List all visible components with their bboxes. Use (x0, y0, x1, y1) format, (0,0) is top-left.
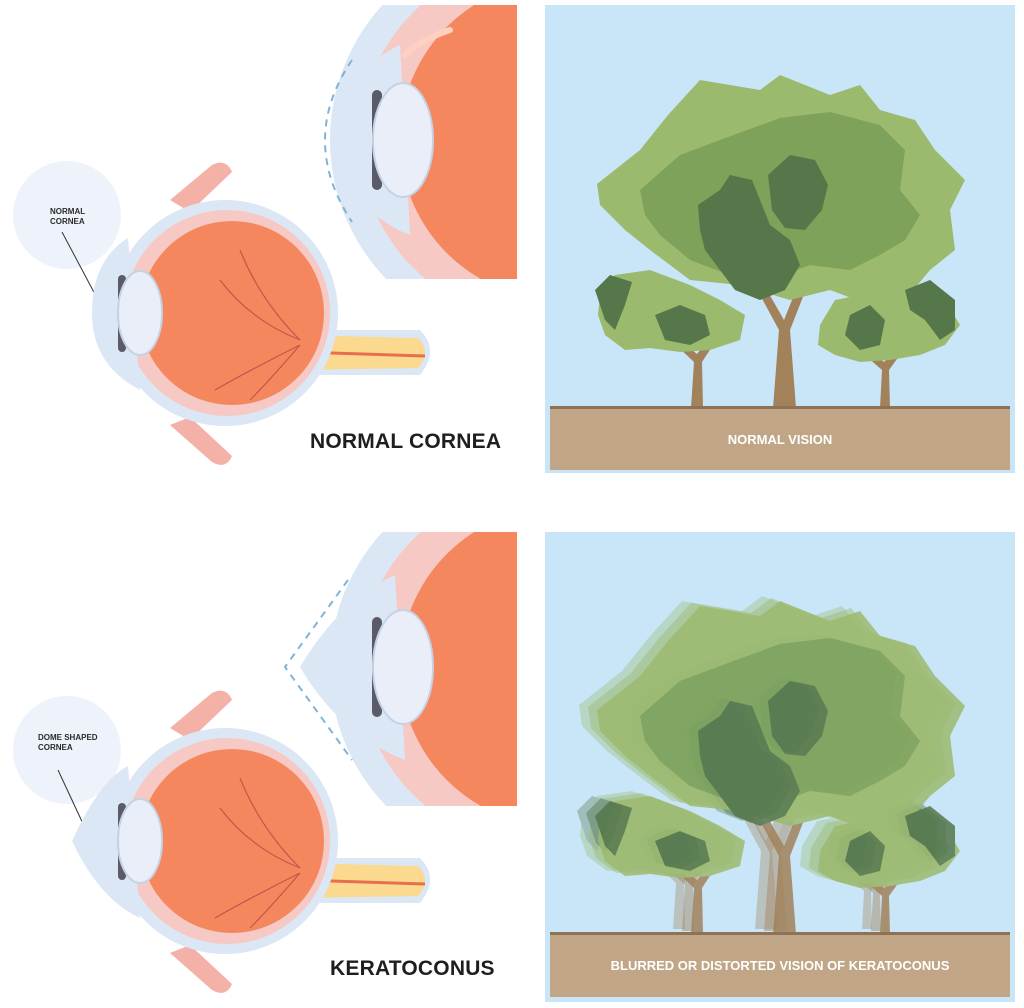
ground (550, 934, 1010, 997)
dome-cornea-callout-bubble (13, 696, 121, 804)
normal-vision-scene (545, 5, 1015, 473)
normal-vision-caption: NORMAL VISION (727, 432, 833, 447)
keratoconus-closeup (283, 532, 517, 806)
normal-cornea-callout: NORMAL CORNEA (50, 207, 85, 227)
ground (550, 408, 1010, 470)
normal-cornea-callout-bubble (13, 161, 121, 269)
keratoconus-vision-caption: BLURRED OR DISTORTED VISION OF KERATOCON… (610, 958, 950, 973)
normal-cornea-closeup (324, 5, 517, 279)
dome-cornea-callout: DOME SHAPED CORNEA (38, 733, 98, 753)
callout-line-1: NORMAL (50, 207, 86, 216)
callout-line-2: CORNEA (38, 743, 73, 752)
keratoconus-eye-diagram (13, 690, 430, 993)
normal-cornea-caption: NORMAL CORNEA (310, 430, 502, 453)
callout-line-1: DOME SHAPED (38, 733, 98, 742)
keratoconus-vision-scene (545, 532, 1015, 1002)
keratoconus-caption: KERATOCONUS (330, 957, 495, 980)
callout-line-2: CORNEA (50, 217, 85, 226)
normal-eye-diagram (13, 161, 430, 465)
